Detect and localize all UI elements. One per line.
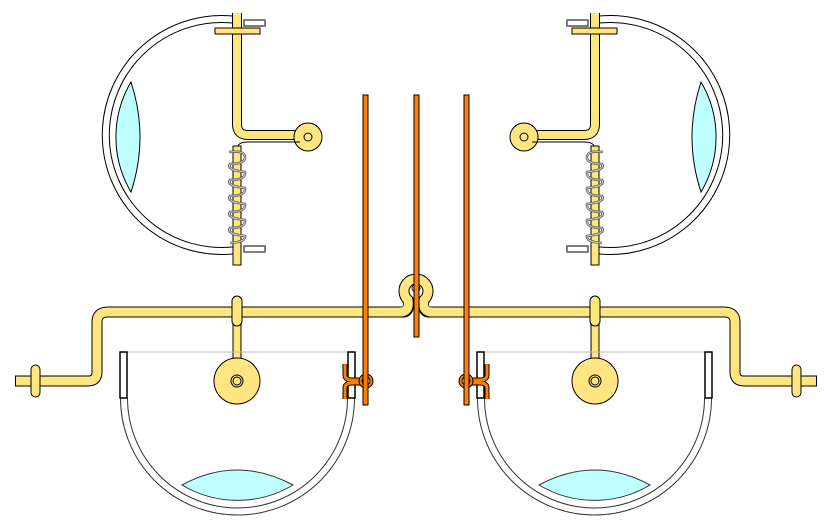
left-assembly [15,13,405,512]
right-assembly [427,13,817,512]
rod-center [413,94,420,338]
